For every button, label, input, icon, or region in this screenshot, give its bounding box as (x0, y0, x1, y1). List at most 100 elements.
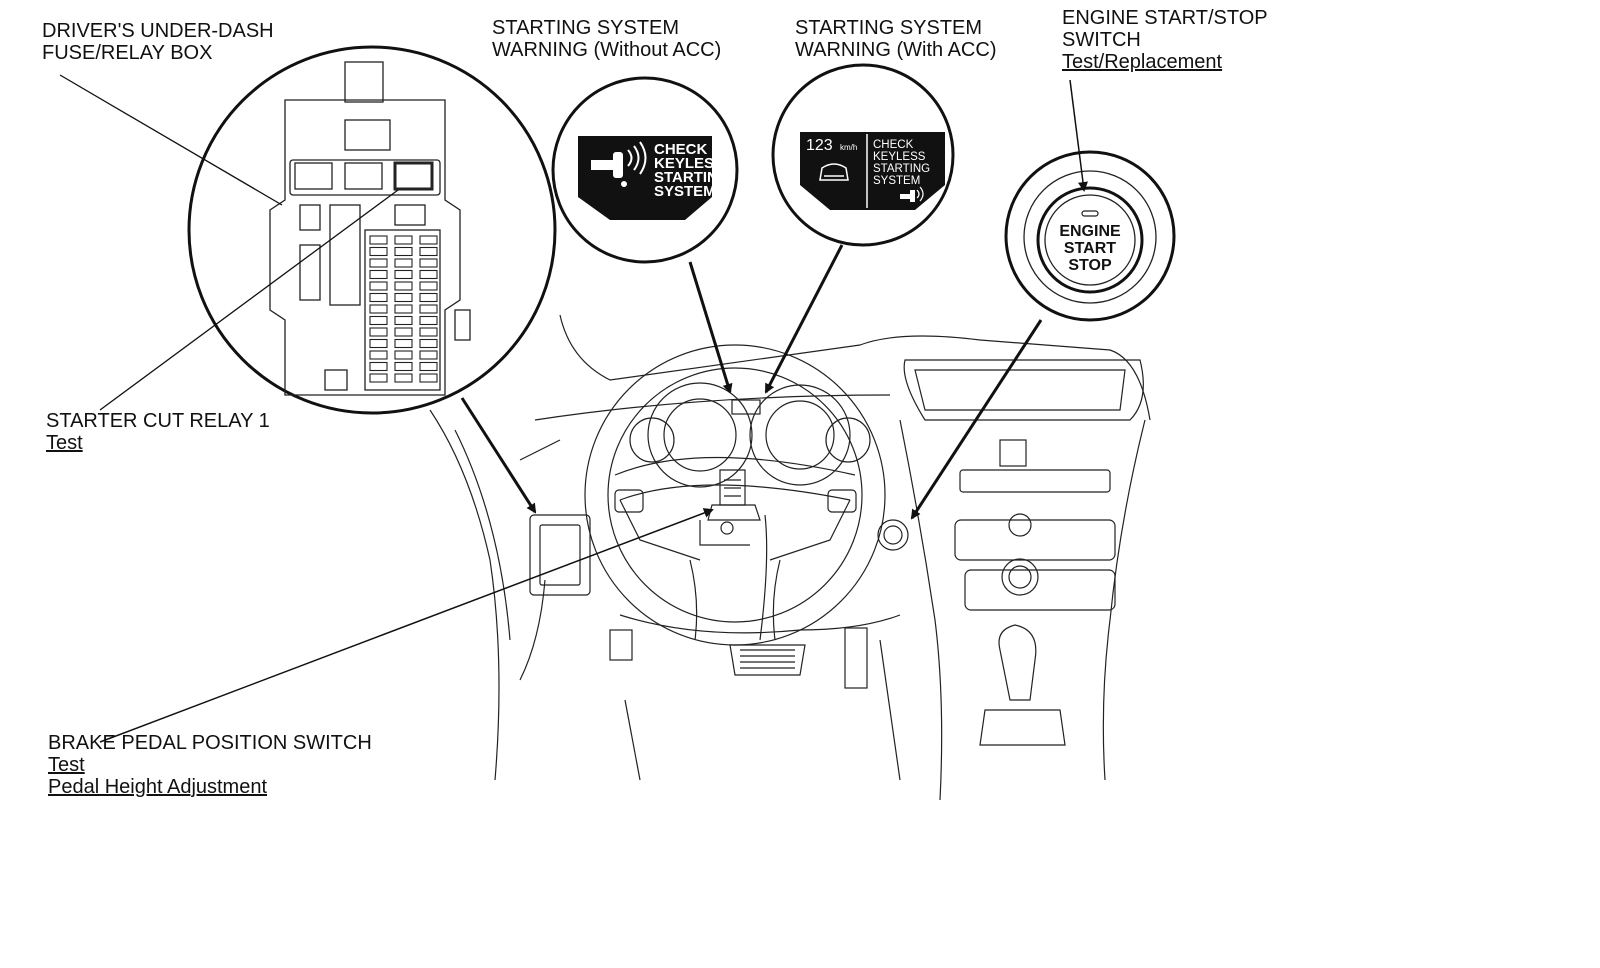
gear-shifter (998, 624, 1037, 701)
zoom-connectors (460, 244, 1043, 520)
speed-readout: 123 (806, 137, 833, 154)
fuse (419, 304, 438, 314)
fuse (394, 292, 413, 303)
relay-label: STARTER CUT RELAY 1 Test (46, 410, 270, 454)
label-line: BRAKE PEDAL POSITION SWITCH (48, 732, 372, 754)
fuse (369, 304, 388, 314)
fuse (394, 235, 413, 245)
fuse (369, 281, 388, 291)
relay-slot (344, 162, 383, 190)
accelerator-pedal (844, 627, 868, 689)
display-line: KEYLESS (654, 155, 724, 172)
label-line: SWITCH (1062, 29, 1141, 51)
steering-wheel (584, 344, 886, 646)
warning-no-acc-label: STARTING SYSTEM WARNING (Without ACC) (492, 17, 721, 61)
start-stop-switch-zoom: ENGINE START STOP (1004, 150, 1176, 322)
dashboard-illustration (429, 314, 1151, 801)
fuse (419, 338, 438, 349)
fuse (394, 373, 413, 383)
fuse (419, 258, 438, 268)
brake-switch-label: BRAKE PEDAL POSITION SWITCH Test Pedal H… (48, 732, 372, 798)
button-label: STOP (1068, 257, 1112, 274)
pedal-height-adjustment-link[interactable]: Pedal Height Adjustment (48, 776, 268, 798)
label-line: STARTING SYSTEM (795, 17, 983, 39)
start-switch-label: ENGINE START/STOP SWITCH Test/Replacemen… (1062, 7, 1268, 73)
warning-acc-label: STARTING SYSTEM WARNING (With ACC) (795, 17, 996, 61)
key-icon (591, 141, 647, 187)
fuse (419, 292, 438, 303)
navigation-screen (903, 359, 1144, 421)
fuse (369, 373, 388, 383)
fuse-box-label: DRIVER'S UNDER-DASH FUSE/RELAY BOX (42, 20, 274, 64)
fuse (394, 327, 413, 337)
fuse (394, 361, 413, 372)
fuse (394, 281, 413, 291)
fuse (394, 269, 413, 280)
label-line: ENGINE START/STOP (1062, 7, 1268, 29)
acc-connector-arrow (764, 244, 844, 394)
fuse (394, 315, 413, 326)
car-icon (819, 163, 849, 181)
fuse-box-leader (59, 74, 283, 206)
display-line: STARTING (654, 169, 730, 186)
fuse (419, 269, 438, 280)
tachometer-gauge (647, 382, 753, 488)
no-acc-connector-arrow (688, 261, 733, 394)
display-line: CHECK (873, 139, 914, 151)
fuse (369, 292, 388, 303)
fuse (419, 246, 438, 257)
fuse (369, 327, 388, 337)
key-icon (900, 186, 924, 202)
button-label: ENGINE (1059, 223, 1121, 240)
fuse (394, 338, 413, 349)
fuse (369, 258, 388, 268)
warning-display-no-acc (578, 136, 712, 220)
brake-pedal (609, 629, 633, 661)
display-line: SYSTEM (654, 183, 716, 200)
fuse-box-connector-arrow (460, 397, 537, 514)
fuse (419, 350, 438, 360)
warning-with-acc-zoom: 123 km/h CHECK KEYLESS STARTING SYSTEM (771, 63, 955, 247)
label-line: WARNING (With ACC) (795, 39, 997, 61)
fuse (369, 269, 388, 280)
starter-cut-relay-1 (393, 161, 434, 191)
relay-test-link[interactable]: Test (46, 432, 83, 454)
fuse-box-body (269, 99, 461, 396)
fuse-box-zoom (187, 45, 557, 415)
fuse (419, 235, 438, 245)
fuse (394, 350, 413, 360)
fuse (369, 361, 388, 372)
fuse (419, 315, 438, 326)
fuse (419, 281, 438, 291)
indicator-light (1081, 210, 1099, 217)
fuse (369, 246, 388, 257)
test-replacement-link[interactable]: Test/Replacement (1062, 51, 1223, 73)
label-line: FUSE/RELAY BOX (42, 42, 213, 64)
leader-lines (59, 74, 1088, 743)
speedometer-gauge (749, 384, 851, 486)
fuse (369, 338, 388, 349)
label-line: STARTING SYSTEM (492, 17, 680, 39)
display-line: KEYLESS (873, 151, 926, 163)
switch-leader (1069, 79, 1088, 192)
label-line: DRIVER'S UNDER-DASH (42, 20, 274, 42)
label-line: WARNING (Without ACC) (492, 39, 722, 61)
switch-connector-arrow (910, 319, 1043, 520)
fuse (369, 350, 388, 360)
button-label: START (1064, 240, 1116, 257)
fuse (419, 373, 438, 383)
fuse-box-connector (344, 61, 384, 103)
fuse-array (369, 235, 438, 383)
cluster-display (731, 399, 761, 415)
label-line: STARTER CUT RELAY 1 (46, 410, 270, 432)
dash-start-button (877, 519, 909, 551)
brake-switch-test-link[interactable]: Test (48, 754, 85, 776)
fuse (394, 258, 413, 268)
brake-switch-leader (99, 508, 714, 743)
fuse (394, 304, 413, 314)
relay-slot (294, 162, 333, 190)
display-line: STARTING (873, 163, 930, 175)
display-line: CHECK (654, 141, 708, 158)
fuse (419, 361, 438, 372)
